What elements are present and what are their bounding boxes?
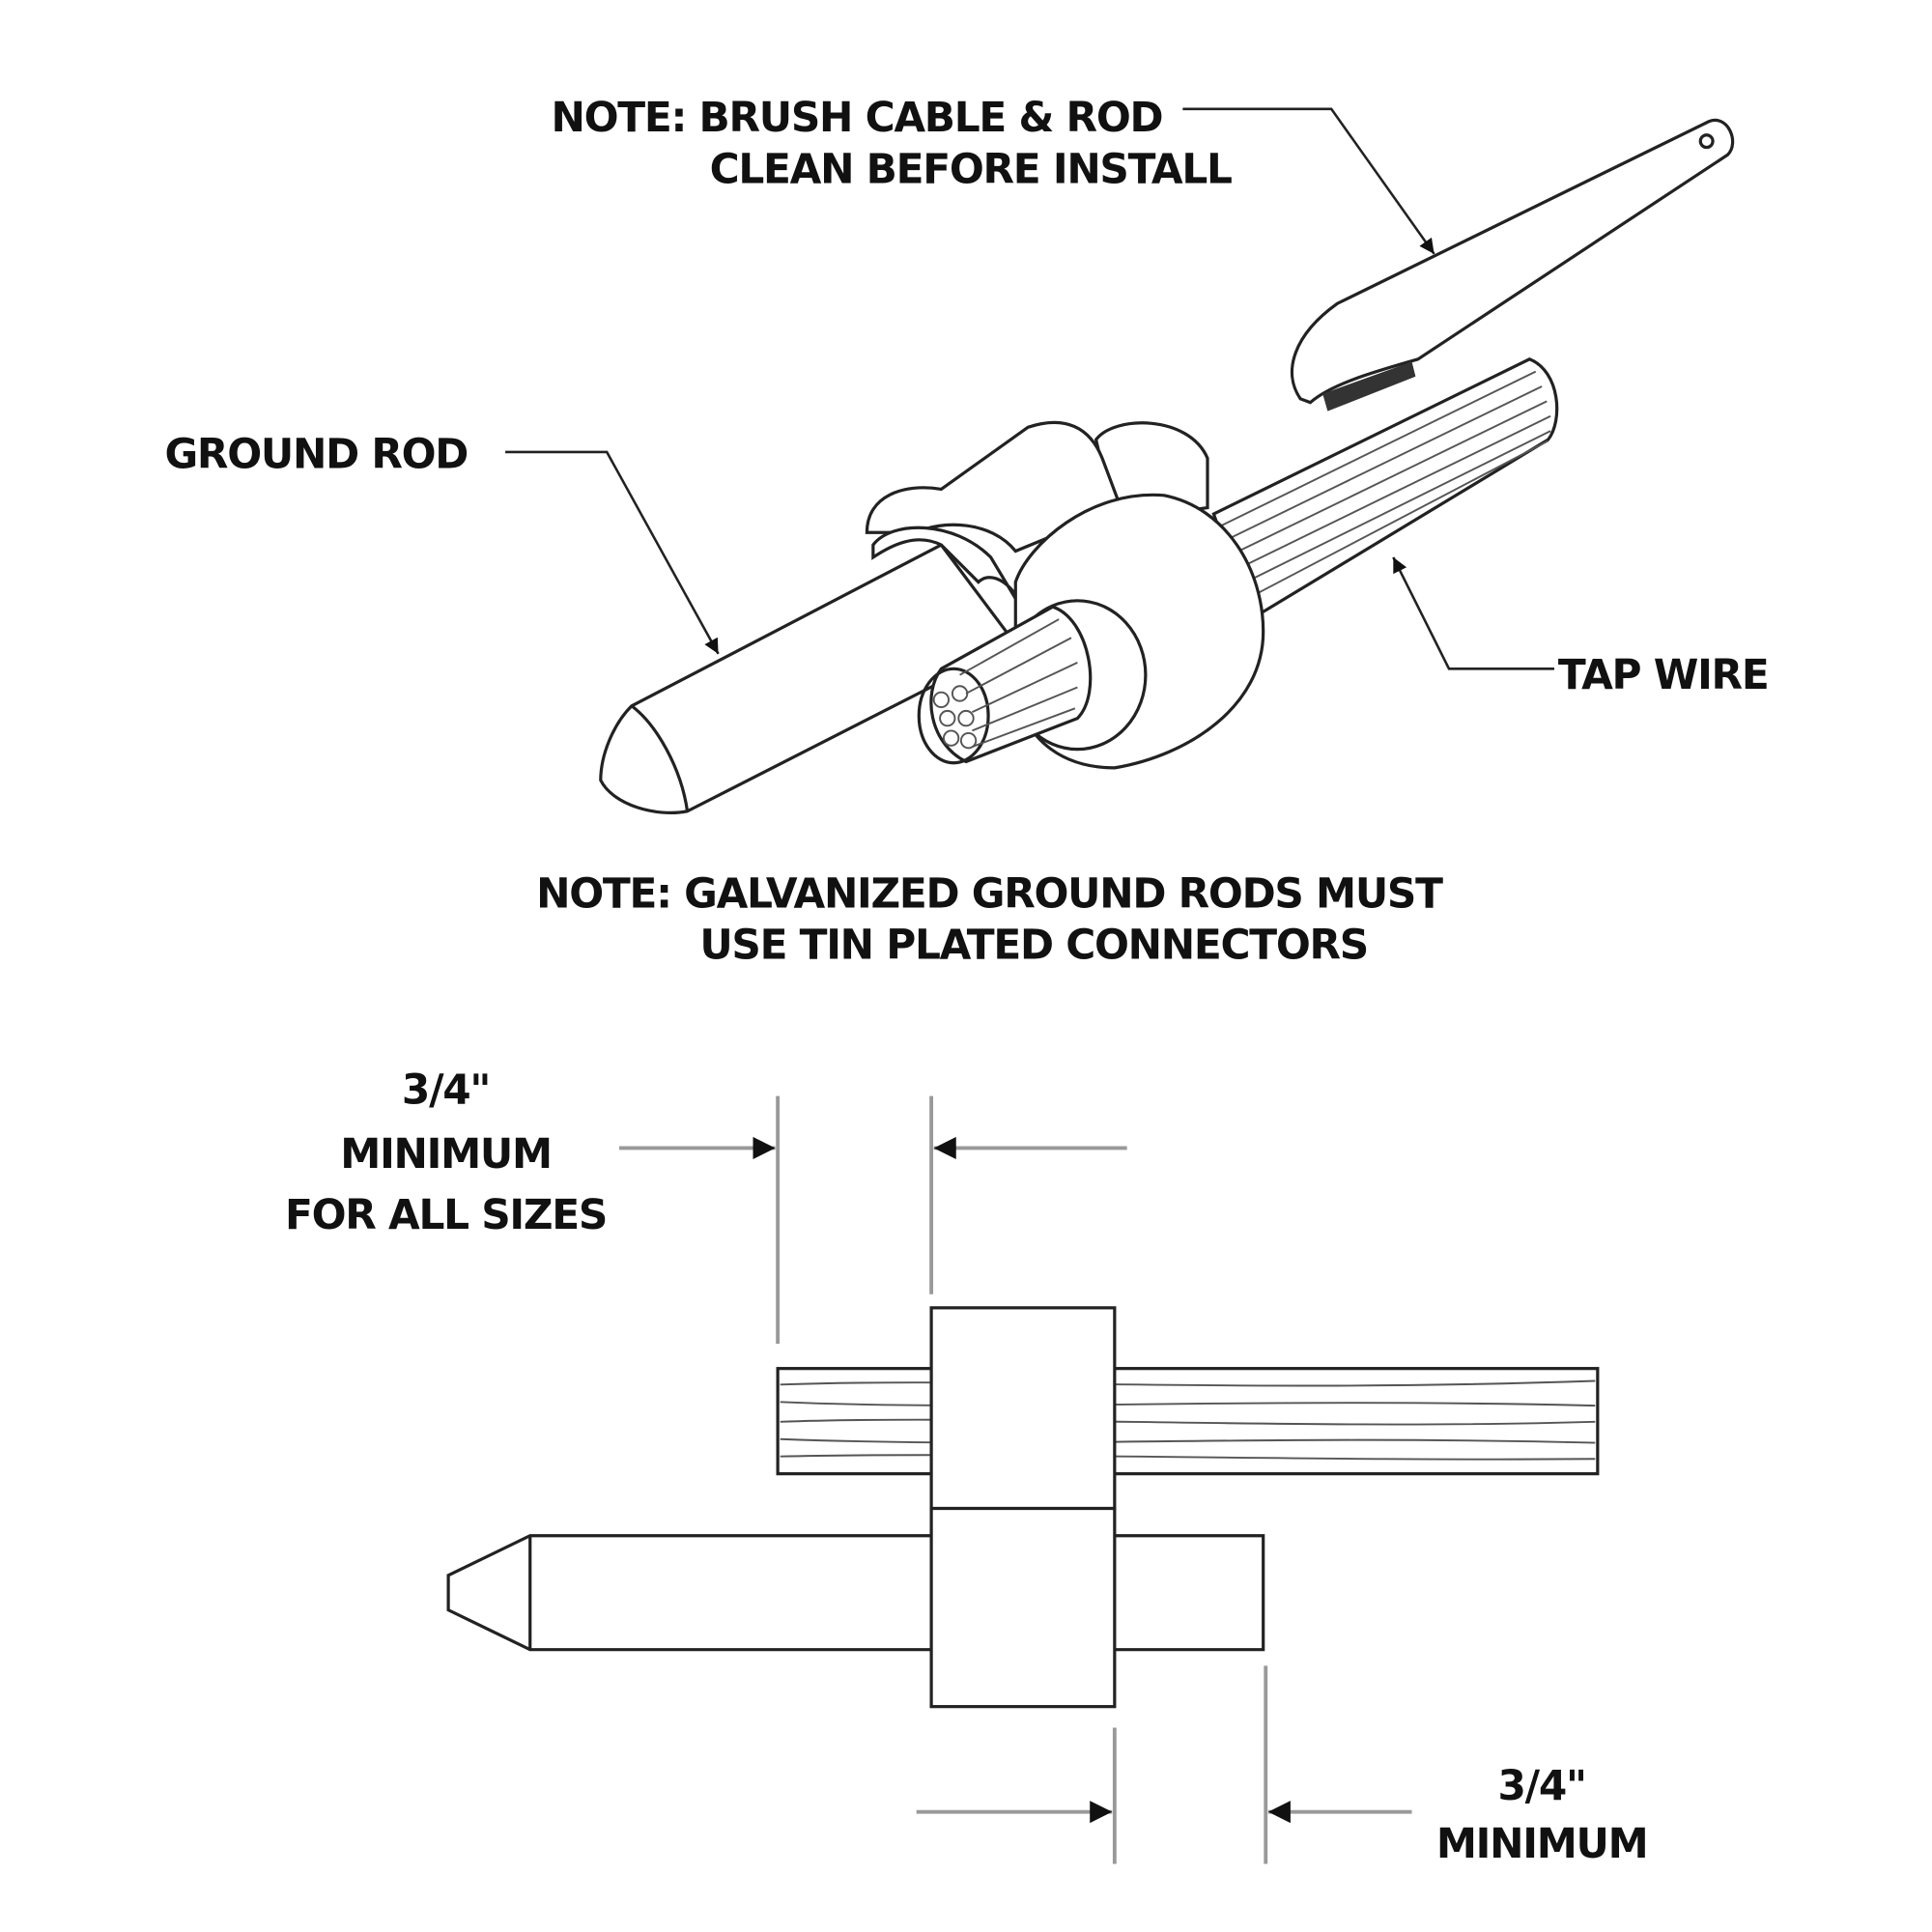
- top-dimension: [619, 1095, 1127, 1345]
- connector-lower-side: [929, 1506, 1117, 1709]
- bottom-dimension: [916, 1665, 1412, 1864]
- top-dim-minimum: MINIMUM: [340, 1130, 552, 1178]
- ground-rod-label: GROUND ROD: [165, 431, 469, 478]
- top-dim-note: FOR ALL SIZES: [285, 1191, 607, 1238]
- ground-rod-leader-arrow: [505, 450, 720, 655]
- note-galvanized-line1: NOTE: GALVANIZED GROUND RODS MUST: [536, 870, 1443, 918]
- note-brush-line2: CLEAN BEFORE INSTALL: [710, 146, 1232, 193]
- brush-leader-arrow: [1182, 107, 1435, 255]
- tap-wire-end: [917, 605, 1093, 765]
- tap-wire-3d: [1211, 357, 1559, 622]
- tap-wire-label: TAP WIRE: [1558, 651, 1769, 698]
- bottom-dim-value: 3/4": [1498, 1762, 1586, 1809]
- note-brush-line1: NOTE: BRUSH CABLE & ROD: [552, 94, 1163, 141]
- connector-upper-side: [929, 1306, 1117, 1511]
- note-galvanized-line2: USE TIN PLATED CONNECTORS: [699, 921, 1368, 968]
- side-view-drawing: [446, 1306, 1600, 1709]
- ground-rod-3d: [599, 543, 1018, 814]
- wire-brush: [1291, 118, 1735, 412]
- ground-rod-side: [446, 1534, 1265, 1652]
- tap-wire-leader-arrow: [1392, 556, 1554, 670]
- top-dim-value: 3/4": [402, 1065, 490, 1113]
- bottom-dim-minimum: MINIMUM: [1436, 1820, 1648, 1867]
